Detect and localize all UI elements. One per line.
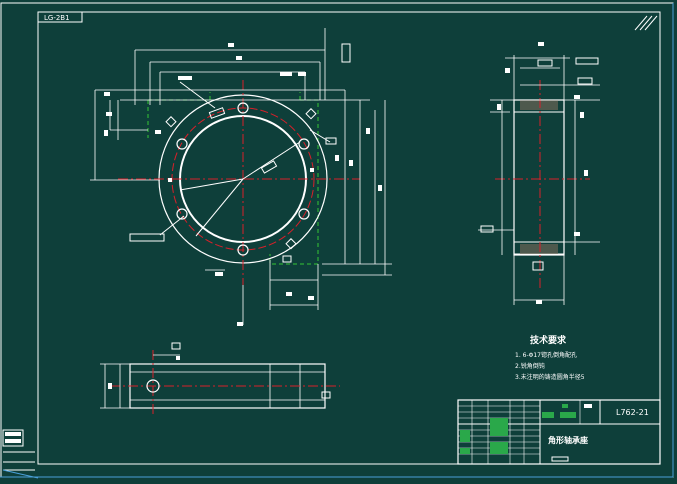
side-view bbox=[478, 42, 600, 305]
side-top-hatch bbox=[520, 100, 558, 110]
side-body bbox=[513, 99, 565, 256]
left-stamp bbox=[2, 429, 39, 479]
tech-note-2: 2.锐角倒钝 bbox=[515, 362, 545, 370]
leaders bbox=[159, 81, 331, 237]
dimension-text-blocks bbox=[104, 43, 382, 326]
side-bottom-hatch bbox=[520, 244, 558, 254]
slot-top bbox=[208, 107, 226, 119]
tech-requirements: 技术要求 1. 6-Φ17锪孔倒角配孔 2.锐角倒钝 3.未注明的铸造圆角半径5 bbox=[515, 334, 585, 381]
title-block: L762-21 角形轴承座 bbox=[457, 399, 661, 465]
bolt-holes bbox=[176, 102, 310, 256]
bottom-view bbox=[100, 342, 340, 415]
side-text-blocks bbox=[480, 42, 599, 304]
bottom-dimensions bbox=[205, 260, 319, 325]
bottom-hole bbox=[146, 379, 160, 393]
part-name: 角形轴承座 bbox=[548, 435, 588, 445]
tech-title: 技术要求 bbox=[530, 334, 567, 346]
right-dimensions bbox=[322, 90, 392, 276]
title-fill-cells bbox=[460, 404, 592, 454]
top-right-marks bbox=[634, 15, 658, 31]
top-dimensions bbox=[95, 28, 370, 105]
tech-note-1: 1. 6-Φ17锪孔倒角配孔 bbox=[515, 351, 577, 359]
part-code: L762-21 bbox=[616, 408, 649, 417]
front-view bbox=[90, 28, 392, 326]
frame-tag-text: LG-2B1 bbox=[44, 14, 70, 22]
slot-mid bbox=[260, 160, 278, 174]
drawing-frame bbox=[0, 2, 674, 478]
left-dimensions bbox=[90, 90, 160, 181]
title-grid-left bbox=[458, 400, 581, 464]
frame-tag: LG-2B1 bbox=[37, 11, 83, 23]
tech-note-3: 3.未注明的铸造圆角半径5 bbox=[515, 373, 585, 381]
